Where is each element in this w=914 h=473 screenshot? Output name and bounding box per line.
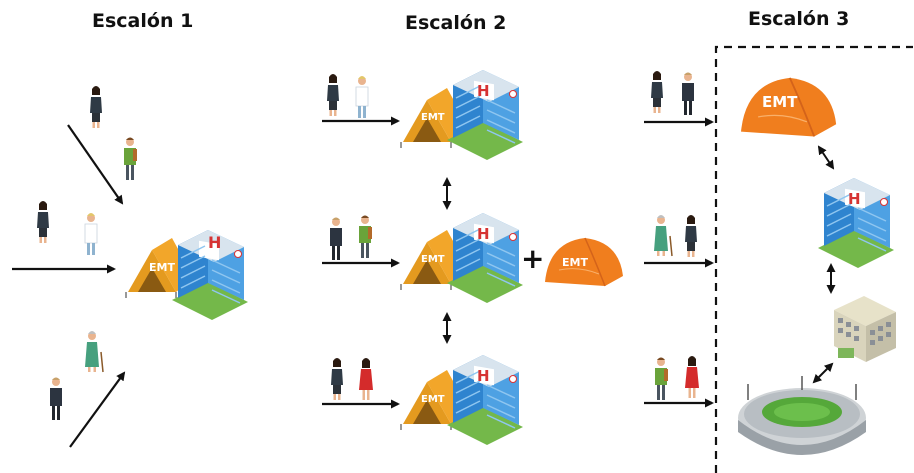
svg-text:EMT: EMT bbox=[421, 394, 445, 405]
woman-icon bbox=[685, 356, 699, 398]
doctor-icon bbox=[84, 212, 98, 256]
clinic-building-icon bbox=[834, 296, 896, 362]
escalon-3-dashed-box bbox=[714, 45, 913, 473]
tent-icon: EMT bbox=[400, 369, 470, 431]
man-icon bbox=[655, 357, 668, 400]
woman-icon bbox=[331, 358, 343, 400]
hospital-icon: H bbox=[446, 354, 524, 446]
tent-icon: EMT bbox=[400, 87, 470, 149]
elderly-woman-icon bbox=[653, 214, 673, 257]
woman-icon bbox=[685, 215, 697, 257]
plus-sign: + bbox=[521, 242, 544, 275]
woman-icon bbox=[651, 71, 663, 113]
arrow-diagonal-top bbox=[67, 124, 124, 205]
escalon-2-title: Escalón 2 bbox=[405, 12, 507, 34]
arrow-clinic-stadium bbox=[812, 362, 834, 384]
svg-text:EMT: EMT bbox=[421, 112, 445, 123]
svg-text:H: H bbox=[477, 225, 490, 243]
hospital-icon: H bbox=[171, 229, 249, 321]
svg-text:EMT: EMT bbox=[562, 256, 588, 269]
svg-text:H: H bbox=[477, 367, 490, 385]
tent-icon: EMT bbox=[125, 237, 195, 299]
man-icon bbox=[50, 377, 62, 420]
woman-icon bbox=[37, 201, 49, 243]
escalon-3-title: Escalón 3 bbox=[748, 8, 850, 30]
svg-text:H: H bbox=[848, 190, 861, 208]
escalon-1-title: Escalón 1 bbox=[92, 10, 194, 32]
svg-text:H: H bbox=[477, 82, 490, 100]
arrow-diagonal-bottom bbox=[69, 371, 126, 448]
svg-text:EMT: EMT bbox=[421, 254, 445, 265]
man-icon bbox=[330, 217, 342, 260]
hospital-icon: H bbox=[446, 69, 524, 161]
tent-icon: EMT bbox=[544, 237, 624, 287]
man-icon bbox=[124, 137, 137, 180]
woman-icon bbox=[90, 86, 102, 128]
man-icon bbox=[359, 215, 372, 258]
arrow-tent-hospital bbox=[817, 145, 835, 170]
doctor-icon bbox=[355, 75, 369, 119]
svg-text:EMT: EMT bbox=[149, 261, 175, 274]
woman-icon bbox=[359, 358, 373, 400]
svg-text:H: H bbox=[208, 233, 221, 252]
woman-icon bbox=[327, 74, 339, 116]
elderly-woman-icon bbox=[84, 330, 104, 373]
stadium-icon bbox=[738, 376, 866, 455]
tent-icon: EMT bbox=[740, 77, 838, 138]
hospital-icon: H bbox=[817, 177, 895, 269]
svg-text:EMT: EMT bbox=[762, 93, 798, 111]
hospital-icon: H bbox=[446, 212, 524, 304]
tent-icon: EMT bbox=[400, 229, 470, 291]
man-icon bbox=[682, 72, 694, 115]
